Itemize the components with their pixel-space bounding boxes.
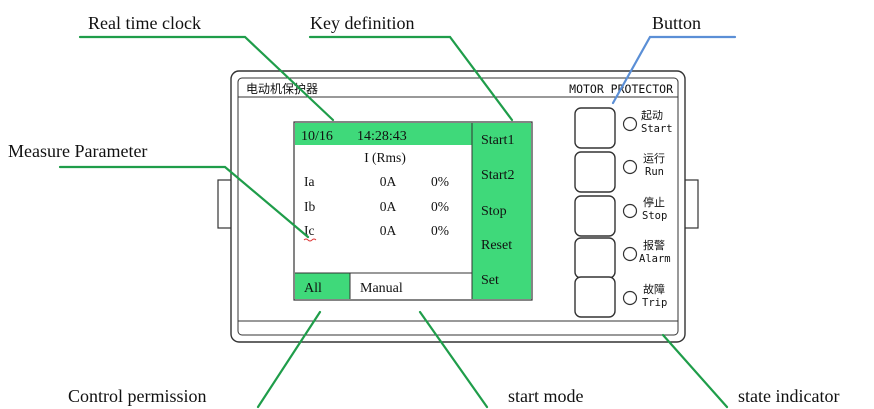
annotation-state-indicator: state indicator <box>738 386 840 406</box>
led-run-icon <box>622 159 638 175</box>
lcd-measure-header: I (Rms) <box>364 150 406 165</box>
annotation-start-mode: start mode <box>508 386 584 406</box>
lcd-row-percent-a: 0% <box>431 174 449 189</box>
right-mount-tab <box>683 179 699 229</box>
leader-state-indicator <box>661 333 729 409</box>
led-trip-label-en: Trip <box>642 297 667 309</box>
led-alarm-label-cn: 报警 <box>643 238 665 252</box>
panel-button-4[interactable] <box>574 237 616 279</box>
lcd-key-stop: Stop <box>481 204 507 219</box>
lcd-row-value-c: 0A <box>380 223 397 238</box>
lcd-key-column <box>472 123 531 299</box>
led-start-label-en: Start <box>641 123 673 135</box>
leader-control-permission <box>256 310 322 409</box>
leader-real-time-clock <box>78 35 335 122</box>
lcd-key-start1: Start1 <box>481 133 514 148</box>
leader-key-definition <box>308 35 514 122</box>
lcd-permission-cell <box>295 273 350 299</box>
device-title-cn: 电动机保护器 <box>246 82 318 96</box>
panel-button-3[interactable] <box>574 195 616 237</box>
annotation-key-definition: Key definition <box>310 13 415 33</box>
lcd-key-set: Set <box>481 273 499 288</box>
lcd-row-value-b: 0A <box>380 199 397 214</box>
leader-lines <box>58 35 729 409</box>
panel-button-1[interactable] <box>574 107 616 149</box>
led-trip-icon <box>622 290 638 306</box>
lcd-row-label-b: Ib <box>304 199 315 214</box>
led-run-label-cn: 运行 <box>643 152 665 165</box>
lcd-clock-bar <box>295 123 472 145</box>
led-stop-label-en: Stop <box>642 210 667 222</box>
lcd-row-label-c: Ic <box>304 223 315 238</box>
lcd-key-start2: Start2 <box>481 168 514 183</box>
lcd-row-value-a: 0A <box>380 174 397 189</box>
led-alarm-label-en: Alarm <box>639 253 671 265</box>
led-alarm-icon <box>622 246 638 262</box>
annotation-button: Button <box>652 13 702 33</box>
leader-button <box>611 35 737 105</box>
left-mount-tab <box>217 179 233 229</box>
panel-button-5[interactable] <box>574 276 616 318</box>
lcd-row-percent-b: 0% <box>431 199 449 214</box>
leader-start-mode <box>418 310 489 409</box>
annotation-control-permission: Control permission <box>68 386 207 406</box>
lcd-key-reset: Reset <box>481 238 512 253</box>
leader-measure-parameter <box>58 165 310 239</box>
annotation-measure-parameter: Measure Parameter <box>8 141 148 161</box>
annotation-real-time-clock: Real time clock <box>88 13 201 33</box>
lcd-time: 14:28:43 <box>357 129 407 144</box>
lcd-row-label-c-squiggle <box>303 238 317 242</box>
lcd-row-percent-c: 0% <box>431 223 449 238</box>
lcd-start-mode: Manual <box>360 281 403 296</box>
led-trip-label-cn: 故障 <box>643 282 665 296</box>
led-run-label-en: Run <box>645 166 664 178</box>
lcd-date: 10/16 <box>301 129 333 144</box>
lcd-screen: 10/16 14:28:43 I (Rms) Ia 0A 0% Ib 0A 0%… <box>293 121 533 301</box>
led-start-icon <box>622 116 638 132</box>
led-start-label-cn: 起动 <box>641 109 663 122</box>
led-stop-label-cn: 停止 <box>643 195 665 209</box>
panel-button-2[interactable] <box>574 151 616 193</box>
lcd-control-permission: All <box>304 281 322 296</box>
led-stop-icon <box>622 203 638 219</box>
lcd-row-label-a: Ia <box>304 174 315 189</box>
